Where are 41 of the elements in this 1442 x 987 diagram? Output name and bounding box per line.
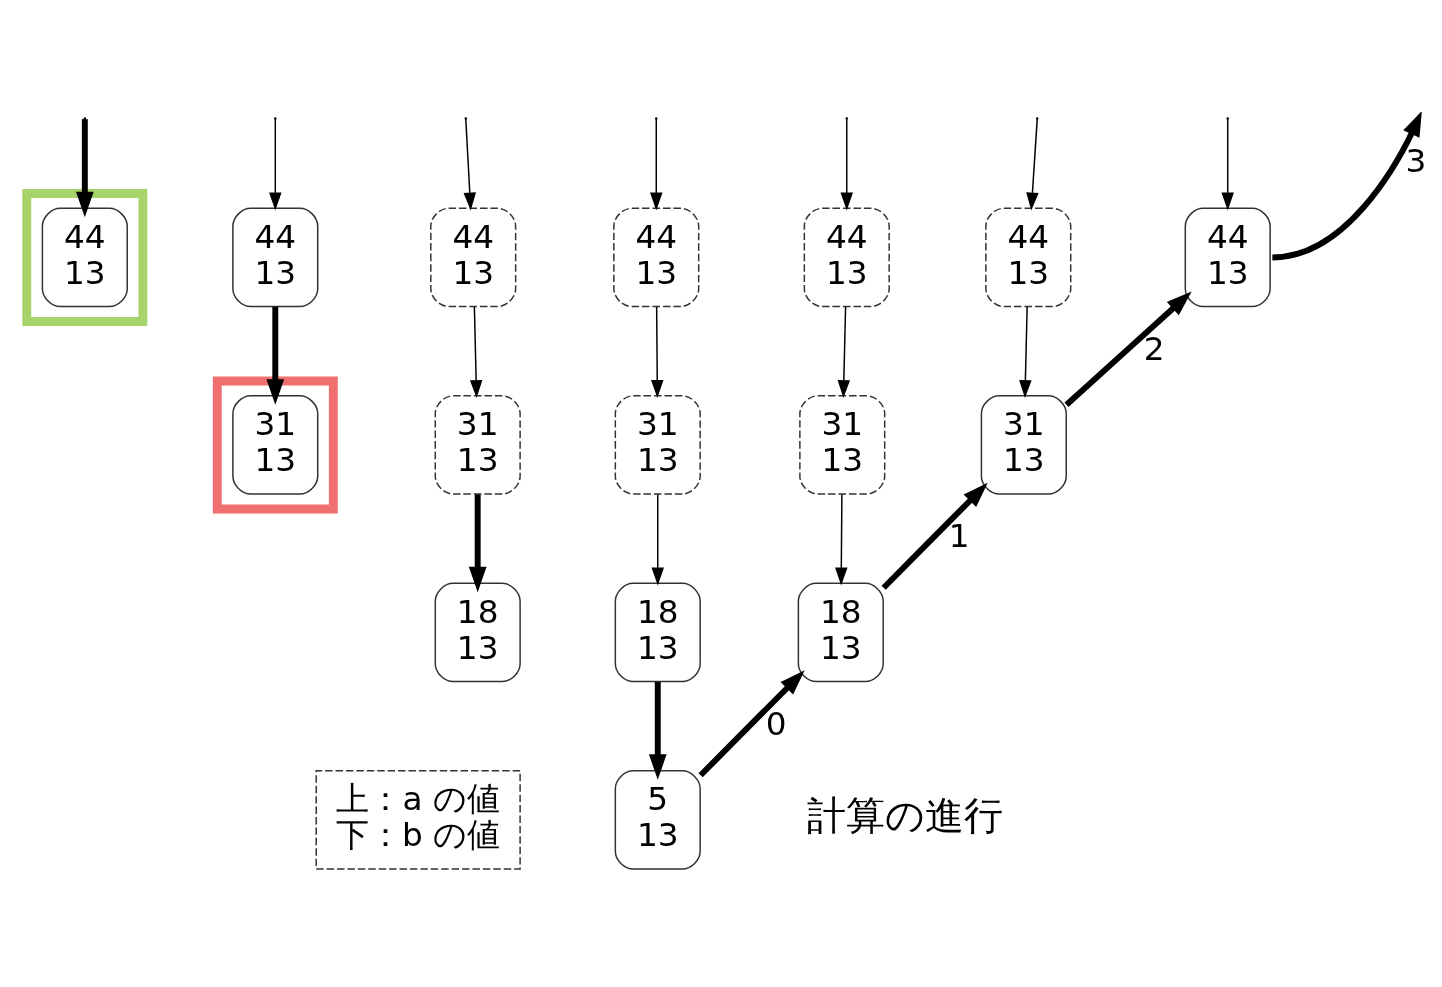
arrow xyxy=(835,493,848,586)
edge-label: 1 xyxy=(948,517,970,556)
node-box: 上：a の値 下：b の値 xyxy=(315,770,521,870)
node-box: 31 13 xyxy=(980,395,1067,495)
edge-label: 3 xyxy=(1405,142,1427,180)
arrow xyxy=(1221,118,1234,211)
node-box: 44 13 xyxy=(1184,207,1271,308)
label: 計算の進行 xyxy=(806,793,1003,839)
node-box: 31 13 xyxy=(434,395,521,495)
node-box: 31 13 xyxy=(799,395,886,495)
node-box: 18 13 xyxy=(434,582,521,683)
arrow xyxy=(1019,306,1032,398)
node-box: 31 13 xyxy=(614,395,701,495)
arrow xyxy=(269,118,282,211)
node-box: 44 13 xyxy=(41,207,128,308)
node-box: 18 13 xyxy=(614,582,701,683)
node-box: 31 13 xyxy=(232,395,319,495)
arrow xyxy=(840,118,853,211)
arrow xyxy=(1064,291,1192,407)
node-box: 18 13 xyxy=(797,582,884,683)
arrow xyxy=(648,681,667,780)
node-box: 44 13 xyxy=(985,207,1072,308)
node-box: 44 13 xyxy=(613,207,700,308)
arrow xyxy=(463,118,477,211)
arrow xyxy=(881,482,988,590)
arrow xyxy=(651,493,664,586)
arrow xyxy=(651,306,664,398)
edge-label: 0 xyxy=(765,704,787,743)
arrow xyxy=(266,306,285,405)
node-box: 44 13 xyxy=(803,207,890,308)
arrow xyxy=(75,119,94,218)
arrow xyxy=(650,118,663,211)
arrow xyxy=(1026,118,1039,211)
node-box: 44 13 xyxy=(232,207,319,308)
arrow xyxy=(837,306,851,398)
arrow xyxy=(468,494,487,593)
arrow xyxy=(698,670,805,778)
node-box: 44 13 xyxy=(430,207,517,308)
edge-label: 2 xyxy=(1143,329,1165,368)
node-box: 5 13 xyxy=(614,770,701,870)
arrow xyxy=(469,306,483,398)
